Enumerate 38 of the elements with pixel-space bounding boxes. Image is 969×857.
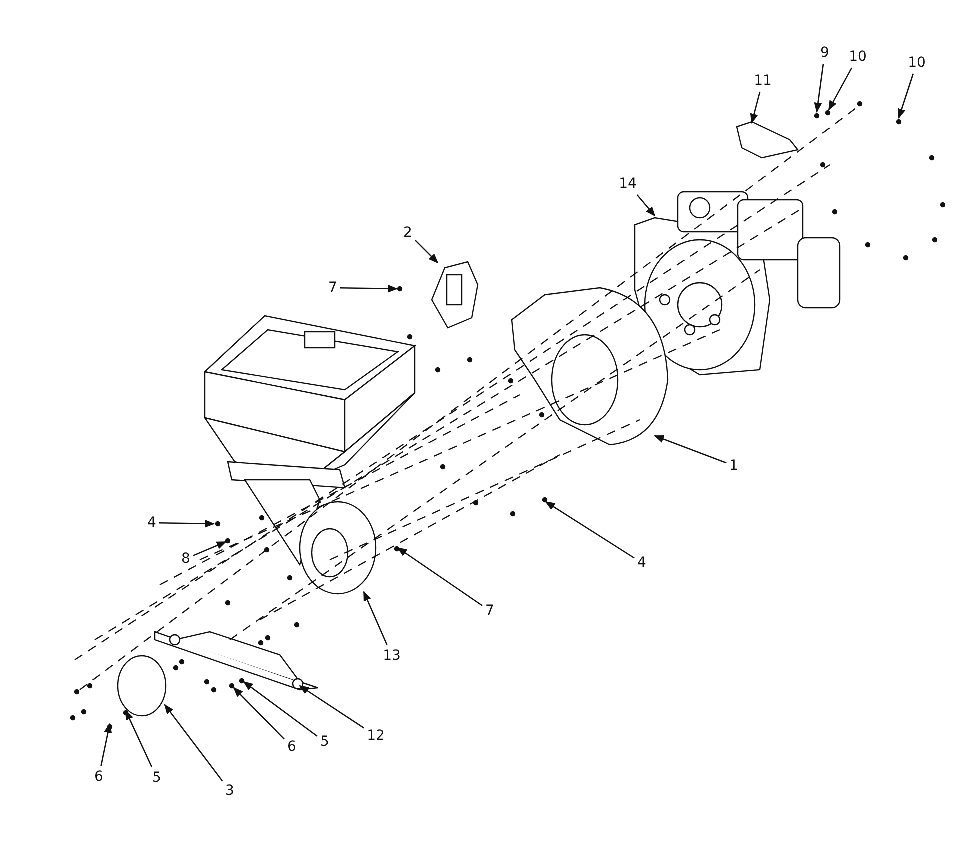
callout-number: 10 xyxy=(907,54,927,72)
callout-number: 10 xyxy=(848,48,868,66)
callout-number: 9 xyxy=(820,44,830,62)
leader-line xyxy=(814,64,824,113)
leader-line xyxy=(397,547,483,606)
callout-number: 7 xyxy=(484,602,496,620)
leader-line xyxy=(636,194,656,217)
leader-line xyxy=(340,284,398,293)
callout-number: 5 xyxy=(152,769,162,787)
leader-line xyxy=(299,685,364,729)
callout-number: 14 xyxy=(618,175,638,193)
callout-number: 8 xyxy=(180,550,192,568)
leader-line xyxy=(654,435,727,464)
leader-line xyxy=(164,704,224,782)
leader-line xyxy=(125,710,152,768)
callout-number: 12 xyxy=(366,727,386,745)
leader-line xyxy=(898,74,914,119)
callout-number: 11 xyxy=(753,72,773,90)
callout-number: 5 xyxy=(320,733,330,751)
callout-number: 13 xyxy=(382,647,402,665)
callout-number: 6 xyxy=(94,768,104,786)
callout-number: 7 xyxy=(328,279,338,297)
callout-number: 4 xyxy=(636,554,648,572)
leader-line xyxy=(233,687,285,740)
leader-line xyxy=(750,92,761,124)
callout-number: 3 xyxy=(224,782,236,800)
leader-line xyxy=(100,723,112,766)
leader-line xyxy=(415,240,439,264)
leader-line xyxy=(545,501,635,559)
callout-number: 2 xyxy=(402,224,414,242)
leader-line xyxy=(243,681,318,737)
callout-number: 1 xyxy=(728,457,740,475)
leader-line xyxy=(363,591,388,646)
leader-line xyxy=(193,541,227,556)
leader-line xyxy=(159,520,215,528)
callout-number: 6 xyxy=(286,738,298,756)
callout-number: 4 xyxy=(146,514,158,532)
leader-line xyxy=(828,68,853,111)
